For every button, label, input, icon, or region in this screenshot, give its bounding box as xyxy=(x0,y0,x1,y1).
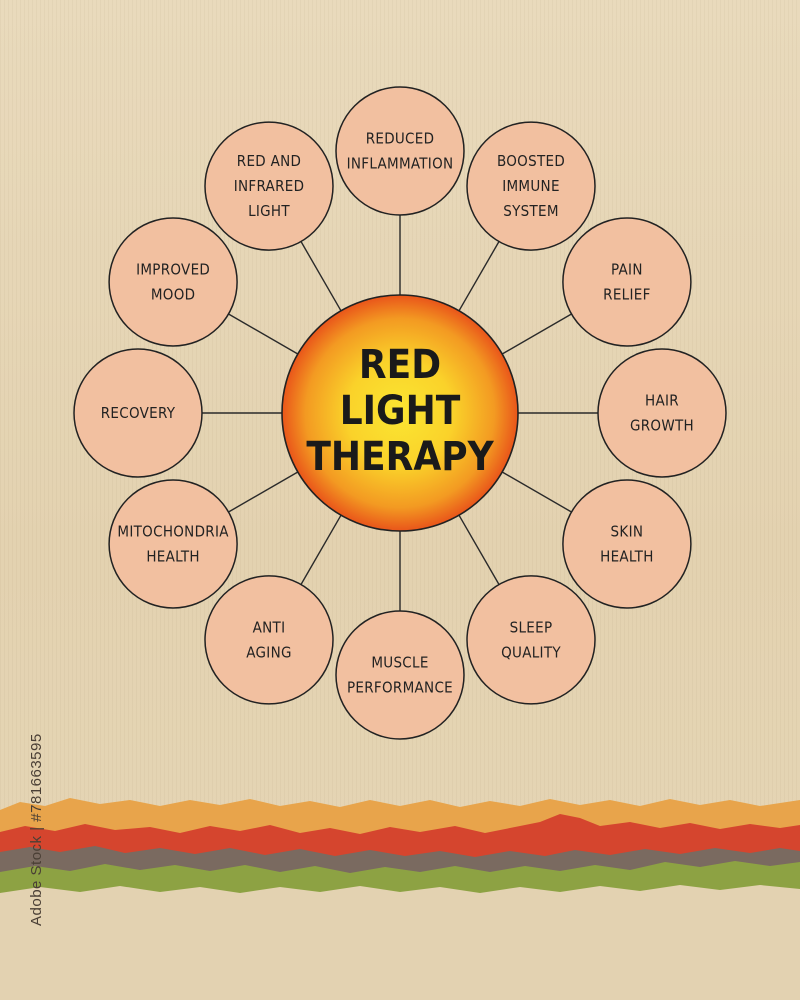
topic-node-label: MITOCHONDRIA xyxy=(117,523,229,541)
topic-node-label: INFLAMMATION xyxy=(347,155,454,173)
topic-node-label: HEALTH xyxy=(600,548,654,566)
central-label-line-2: LIGHT xyxy=(340,388,461,434)
topic-node-label: SLEEP xyxy=(510,618,553,636)
central-node: RED LIGHT THERAPY xyxy=(281,294,519,532)
torn-paper-strips xyxy=(0,798,800,1000)
topic-node: SLEEP QUALITY xyxy=(466,575,596,705)
topic-node-label: REDUCED xyxy=(366,130,435,148)
topic-node: IMPROVED MOOD xyxy=(108,217,238,347)
topic-node: MITOCHONDRIA HEALTH xyxy=(108,479,238,609)
topic-node-label: LIGHT xyxy=(248,202,290,220)
connector-line xyxy=(300,241,342,312)
topic-node-label: INFRARED xyxy=(234,177,305,195)
topic-node-label: RECOVERY xyxy=(101,404,176,422)
topic-node-circle xyxy=(562,217,692,347)
topic-node: BOOSTED IMMUNE SYSTEM xyxy=(466,121,596,251)
topic-node-circle xyxy=(597,348,727,478)
connector-line xyxy=(228,471,299,513)
topic-node: MUSCLE PERFORMANCE xyxy=(335,610,465,740)
topic-node-circle xyxy=(204,575,334,705)
topic-node-label: SKIN xyxy=(611,523,644,541)
topic-node-circle xyxy=(108,217,238,347)
topic-node-label: MUSCLE xyxy=(371,654,428,672)
topic-node-circle xyxy=(466,575,596,705)
topic-node-circle xyxy=(204,121,334,251)
beige-paper-layer xyxy=(0,885,800,1000)
topic-node-circle xyxy=(108,479,238,609)
topic-node-label: IMPROVED xyxy=(136,261,210,279)
topic-node-label: PAIN xyxy=(611,261,643,279)
topic-node: RED AND INFRARED LIGHT xyxy=(204,121,334,251)
topic-node: PAIN RELIEF xyxy=(562,217,692,347)
topic-node: REDUCED INFLAMMATION xyxy=(335,86,465,216)
topic-node-label: HAIR xyxy=(645,392,679,410)
topic-node: RECOVERY xyxy=(73,348,203,478)
central-label-line-3: THERAPY xyxy=(306,434,494,480)
central-label-line-1: RED xyxy=(359,342,441,388)
topic-node: SKIN HEALTH xyxy=(562,479,692,609)
topic-node-label: AGING xyxy=(246,643,291,661)
connector-line xyxy=(501,313,572,355)
connector-line xyxy=(458,514,500,585)
topic-node-circle xyxy=(335,86,465,216)
central-circle xyxy=(281,294,519,532)
watermark: Adobe Stock | #781663595 xyxy=(6,733,45,926)
topic-node-label: MOOD xyxy=(151,286,195,304)
topic-node-circle xyxy=(562,479,692,609)
topic-node-circle xyxy=(73,348,203,478)
topic-node-label: PERFORMANCE xyxy=(347,679,453,697)
topic-node-circle xyxy=(466,121,596,251)
topic-node-label: HEALTH xyxy=(146,548,200,566)
topic-node-label: QUALITY xyxy=(501,643,561,661)
connector-line xyxy=(228,313,299,355)
watermark-text: Adobe Stock | #781663595 xyxy=(28,733,45,926)
topic-node-label: SYSTEM xyxy=(503,202,559,220)
topic-node-label: IMMUNE xyxy=(502,177,560,195)
topic-node-label: ANTI xyxy=(253,618,286,636)
connector-line xyxy=(300,514,342,585)
topic-node-label: RED AND xyxy=(237,152,301,170)
topic-node-label: BOOSTED xyxy=(497,152,565,170)
connector-line xyxy=(458,241,500,312)
connector-line xyxy=(501,471,572,513)
topic-node: HAIR GROWTH xyxy=(597,348,727,478)
topic-node-label: GROWTH xyxy=(630,417,694,435)
topic-node-label: RELIEF xyxy=(603,286,650,304)
connector-lines xyxy=(202,215,598,611)
topic-node-circle xyxy=(335,610,465,740)
topic-node: ANTI AGING xyxy=(204,575,334,705)
